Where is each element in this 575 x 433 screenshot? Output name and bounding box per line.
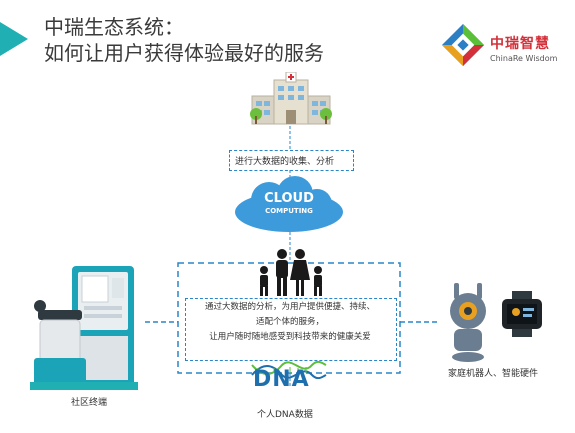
robot-icon (450, 283, 486, 362)
service-line-3: 让用户随时随地感受到科技带来的健康关爱 (209, 332, 371, 342)
hospital-caption-box (229, 150, 354, 171)
service-description: 通过大数据的分析，为用户提供便捷、持续、 适配个体的服务， 让用户随时随地感受到… (186, 300, 394, 345)
title-line-1: 中瑞生态系统： (44, 15, 184, 39)
smart-watch-icon (502, 291, 542, 337)
title-line-2: 如何让用户获得体验最好的服务 (44, 41, 324, 65)
dna-helix-icon (251, 361, 327, 379)
dna-caption: 个人DNA数据 (257, 410, 313, 420)
cloud-label-line-2: COMPUTING (265, 207, 313, 215)
logo-subtitle: ChinaRe Wisdom (490, 54, 558, 63)
logo-name: 中瑞智慧 (490, 36, 550, 52)
cloud-icon (235, 176, 343, 232)
kiosk-terminal-icon (30, 266, 138, 390)
hospital-caption: 进行大数据的收集、分析 (235, 157, 335, 167)
company-logo: 中瑞智慧 ChinaRe Wisdom (440, 22, 568, 70)
cloud-label: CLOUD COMPUTING (258, 192, 320, 216)
service-line-2: 适配个体的服务， (255, 317, 324, 327)
robot-hardware-caption: 家庭机器人、智能硬件 (448, 369, 539, 379)
logo-mark-icon (442, 24, 484, 66)
title-arrow-icon (0, 22, 28, 56)
dna-word: DNA (253, 367, 310, 392)
service-line-1: 通过大数据的分析，为用户提供便捷、持续、 (204, 302, 375, 312)
family-icon (260, 249, 322, 296)
cloud-label-line-1: CLOUD (264, 191, 314, 206)
hospital-icon (250, 72, 332, 125)
page-title: 中瑞生态系统： 如何让用户获得体验最好的服务 (44, 14, 324, 66)
service-description-box (185, 298, 397, 361)
kiosk-caption: 社区终端 (71, 398, 108, 408)
